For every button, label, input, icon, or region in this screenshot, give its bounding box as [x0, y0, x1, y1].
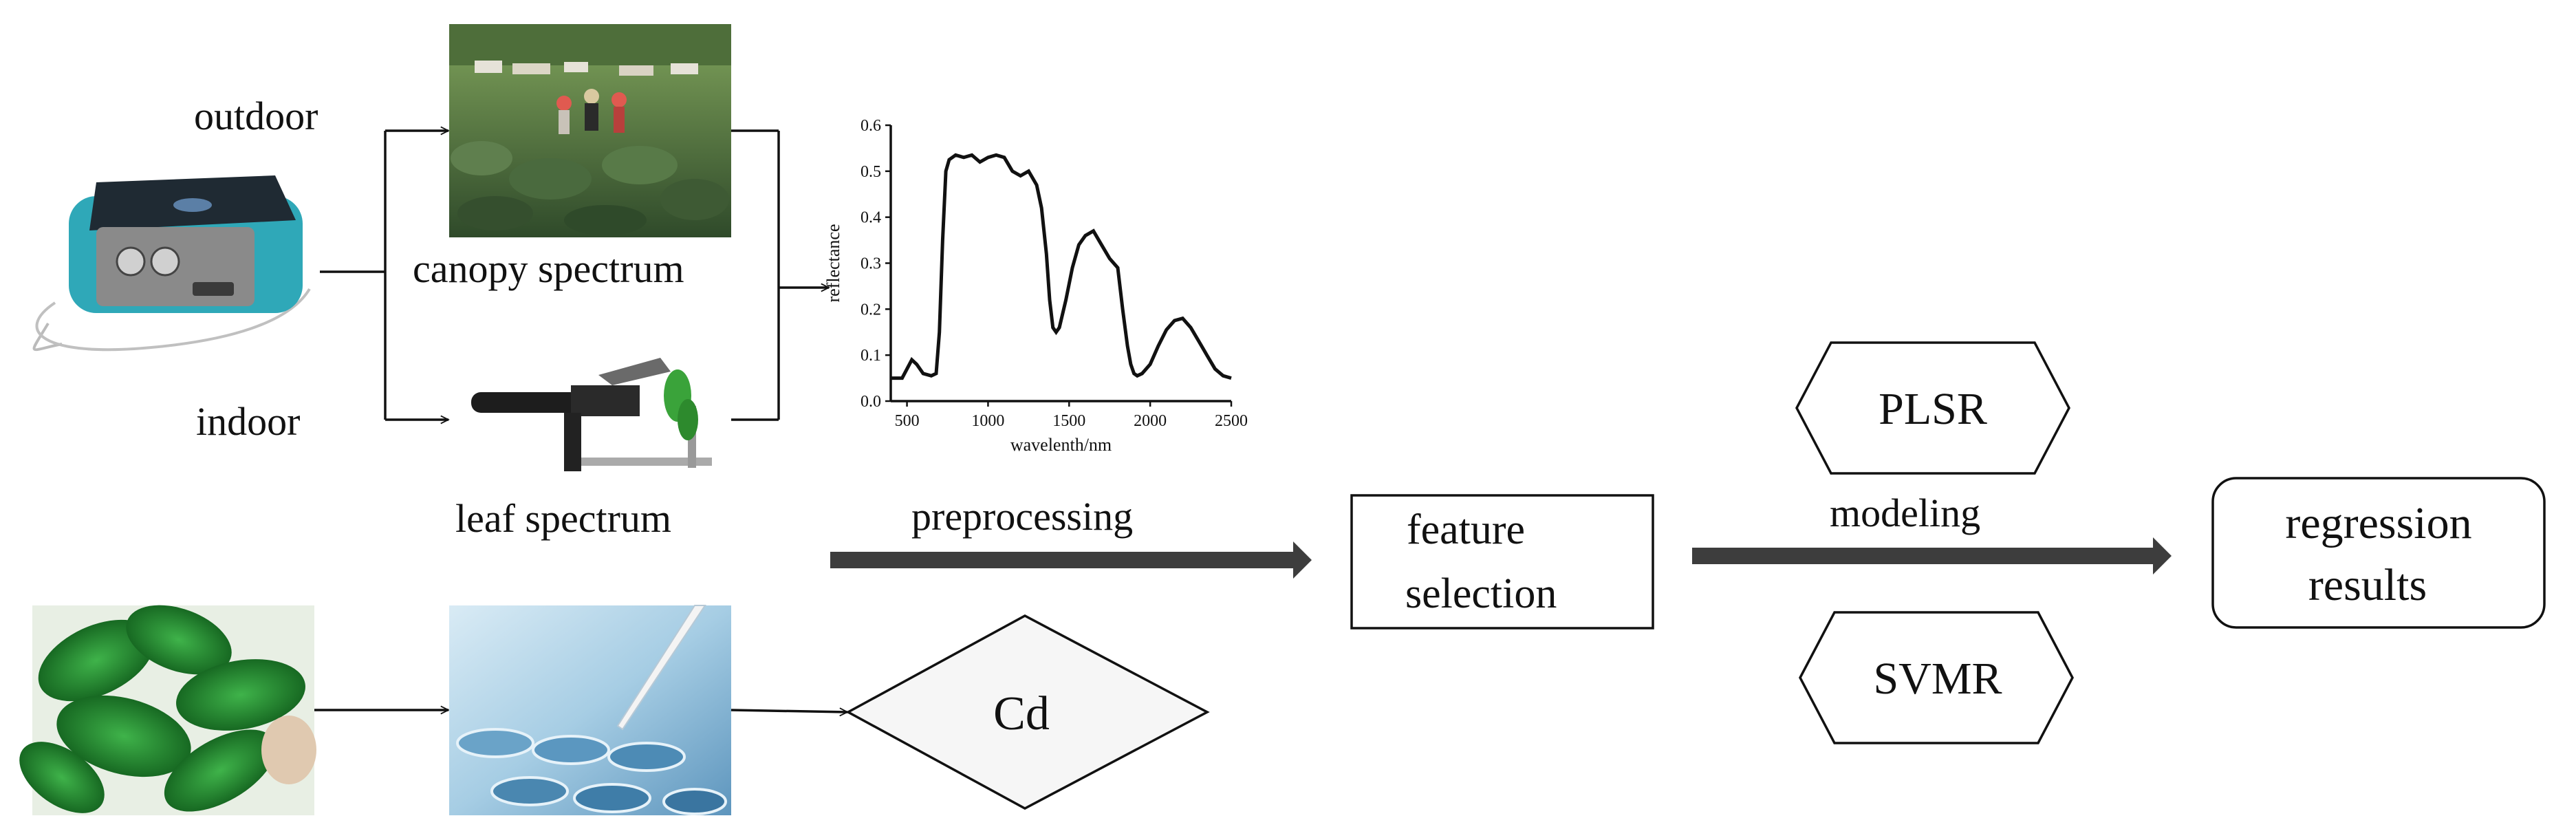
leaf-clip-probe-icon	[471, 358, 712, 471]
modeling-flow-arrow	[1692, 537, 2172, 574]
y-tick-label: 0.6	[861, 117, 881, 135]
y-tick-label: 0.1	[861, 347, 881, 365]
lab-pipette-photo	[449, 605, 731, 815]
field-canopy-photo	[449, 24, 731, 237]
x-tick-label: 1000	[971, 412, 1004, 430]
plsr-hexagon	[1795, 341, 2070, 475]
x-tick-label: 2000	[1134, 412, 1167, 430]
regression-results-line2: results	[2308, 560, 2427, 610]
reflectance-spectrum-chart: 0.0 0.1 0.2 0.3 0.4 0.5 0.6 500 1000 1500 2000 250…	[823, 117, 1248, 455]
svmr-hexagon	[1799, 611, 2074, 744]
y-tick-label: 0.5	[861, 163, 881, 181]
y-tick-label: 0.4	[861, 209, 881, 227]
y-ticks: 0.0 0.1 0.2 0.3 0.4 0.5 0.6	[861, 117, 891, 411]
x-tick-label: 1500	[1052, 412, 1085, 430]
outdoor-label: outdoor	[194, 94, 318, 138]
y-tick-label: 0.0	[861, 393, 881, 411]
reflectance-series-line	[891, 153, 1232, 380]
y-tick-label: 0.3	[861, 255, 881, 273]
preprocessing-label: preprocessing	[911, 494, 1133, 539]
x-axis-label: wavelenth/nm	[1010, 435, 1112, 455]
indoor-label: indoor	[196, 399, 300, 444]
y-tick-label: 0.2	[861, 301, 881, 319]
x-tick-label: 2500	[1215, 412, 1248, 430]
preprocessing-flow-arrow	[830, 541, 1312, 579]
spectrometer-icon	[32, 175, 311, 352]
x-tick-label: 500	[895, 412, 920, 430]
regression-results-line1: regression	[2285, 498, 2471, 548]
cd-label: Cd	[993, 687, 1050, 740]
modeling-label: modeling	[1830, 491, 1980, 535]
leaf-spectrum-label: leaf spectrum	[455, 496, 671, 541]
feature-selection-box	[1350, 494, 1654, 630]
canopy-spectrum-label: canopy spectrum	[413, 246, 684, 291]
svmr-label: SVMR	[1873, 654, 2002, 704]
regression-results-box	[2211, 477, 2546, 629]
arrow-to-cd	[730, 710, 847, 712]
y-axis-label: reflectance	[823, 224, 843, 302]
x-ticks: 500 1000 1500 2000 2500	[895, 401, 1248, 430]
feature-selection-line1: feature	[1407, 506, 1525, 553]
plsr-label: PLSR	[1879, 384, 1987, 434]
fresh-leaves-photo	[19, 605, 316, 815]
feature-selection-line2: selection	[1405, 570, 1557, 617]
cd-diamond	[845, 614, 1210, 810]
